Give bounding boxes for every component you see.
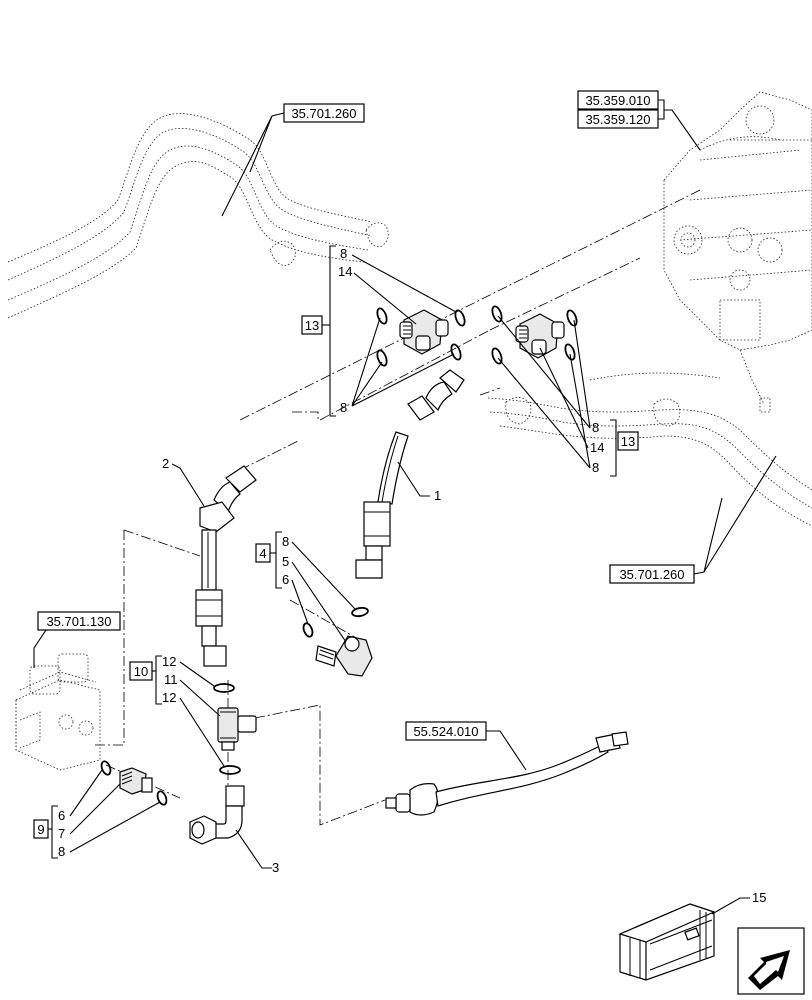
- elbow-fitting[interactable]: [315, 635, 373, 677]
- svg-text:15: 15: [752, 890, 766, 905]
- o-rings-group-9[interactable]: [100, 760, 168, 806]
- control-valve-phantom: [663, 91, 812, 413]
- svg-text:35.701.260: 35.701.260: [619, 567, 684, 582]
- svg-text:8: 8: [592, 460, 599, 475]
- svg-text:55.524.010: 55.524.010: [413, 724, 478, 739]
- svg-text:13: 13: [305, 318, 319, 333]
- ref-valve-a[interactable]: 35.359.010: [577, 90, 659, 110]
- hydraulic-pipe-3[interactable]: [189, 785, 245, 845]
- svg-text:13: 13: [621, 434, 635, 449]
- callout-1[interactable]: 1: [397, 461, 441, 503]
- callout-15[interactable]: 15: [711, 890, 766, 915]
- svg-text:1: 1: [434, 488, 441, 503]
- assembly-centerlines: [95, 189, 701, 826]
- ref-sensor[interactable]: 55.524.010: [405, 721, 527, 771]
- svg-text:12: 12: [162, 654, 176, 669]
- svg-text:8: 8: [282, 534, 289, 549]
- o-rings-left[interactable]: [376, 307, 467, 367]
- tee-fitting[interactable]: [217, 707, 257, 751]
- hydraulic-pipe-2[interactable]: [195, 465, 257, 667]
- navigation-arrow-icon[interactable]: [737, 927, 805, 995]
- svg-text:3: 3: [272, 860, 279, 875]
- svg-text:14: 14: [590, 440, 604, 455]
- callout-3[interactable]: 3: [235, 829, 279, 875]
- o-rings-group-10[interactable]: [213, 683, 241, 775]
- callout-2[interactable]: 2: [162, 456, 205, 507]
- svg-text:9: 9: [37, 822, 44, 837]
- svg-text:6: 6: [58, 808, 65, 823]
- svg-text:4: 4: [259, 546, 266, 561]
- group-13-right[interactable]: 13 8 14 8: [497, 315, 639, 477]
- o-rings-group-4[interactable]: [302, 606, 369, 638]
- svg-text:35.359.010: 35.359.010: [585, 93, 650, 108]
- group-4[interactable]: 4 8 5 6: [255, 531, 357, 643]
- ref-pipes-top[interactable]: 35.701.260: [221, 103, 365, 217]
- phantom-pipes-right: [487, 372, 812, 527]
- group-10[interactable]: 10 12 11 12: [129, 654, 225, 767]
- phantom-pipes-top: [7, 113, 389, 319]
- svg-text:8: 8: [340, 400, 347, 415]
- svg-text:8: 8: [592, 420, 599, 435]
- ref-block-left[interactable]: 35.701.130: [33, 611, 121, 668]
- group-13-left[interactable]: 13 8 14 8: [301, 245, 457, 417]
- svg-text:7: 7: [58, 826, 65, 841]
- svg-text:35.701.260: 35.701.260: [291, 106, 356, 121]
- svg-text:12: 12: [162, 690, 176, 705]
- svg-text:11: 11: [164, 672, 178, 687]
- svg-text:6: 6: [282, 572, 289, 587]
- group-9[interactable]: 9 6 7 8: [33, 769, 161, 859]
- svg-text:8: 8: [58, 844, 65, 859]
- valve-block-phantom: [15, 653, 101, 771]
- cross-fitting-right[interactable]: [515, 313, 565, 359]
- svg-text:35.701.130: 35.701.130: [46, 614, 111, 629]
- svg-text:8: 8: [340, 246, 347, 261]
- pressure-sensor[interactable]: [385, 731, 629, 816]
- ref-valve-b[interactable]: 35.359.120: [577, 99, 701, 151]
- repair-kit-box[interactable]: [618, 903, 716, 981]
- svg-text:35.359.120: 35.359.120: [585, 112, 650, 127]
- svg-text:14: 14: [338, 264, 352, 279]
- ref-pipes-right[interactable]: 35.701.260: [609, 455, 777, 584]
- cross-fitting-left[interactable]: [399, 309, 449, 355]
- adapter-fitting[interactable]: [119, 767, 153, 795]
- svg-text:2: 2: [162, 456, 169, 471]
- hydraulic-pipe-1[interactable]: [355, 369, 465, 579]
- svg-text:10: 10: [134, 664, 148, 679]
- svg-text:5: 5: [282, 554, 289, 569]
